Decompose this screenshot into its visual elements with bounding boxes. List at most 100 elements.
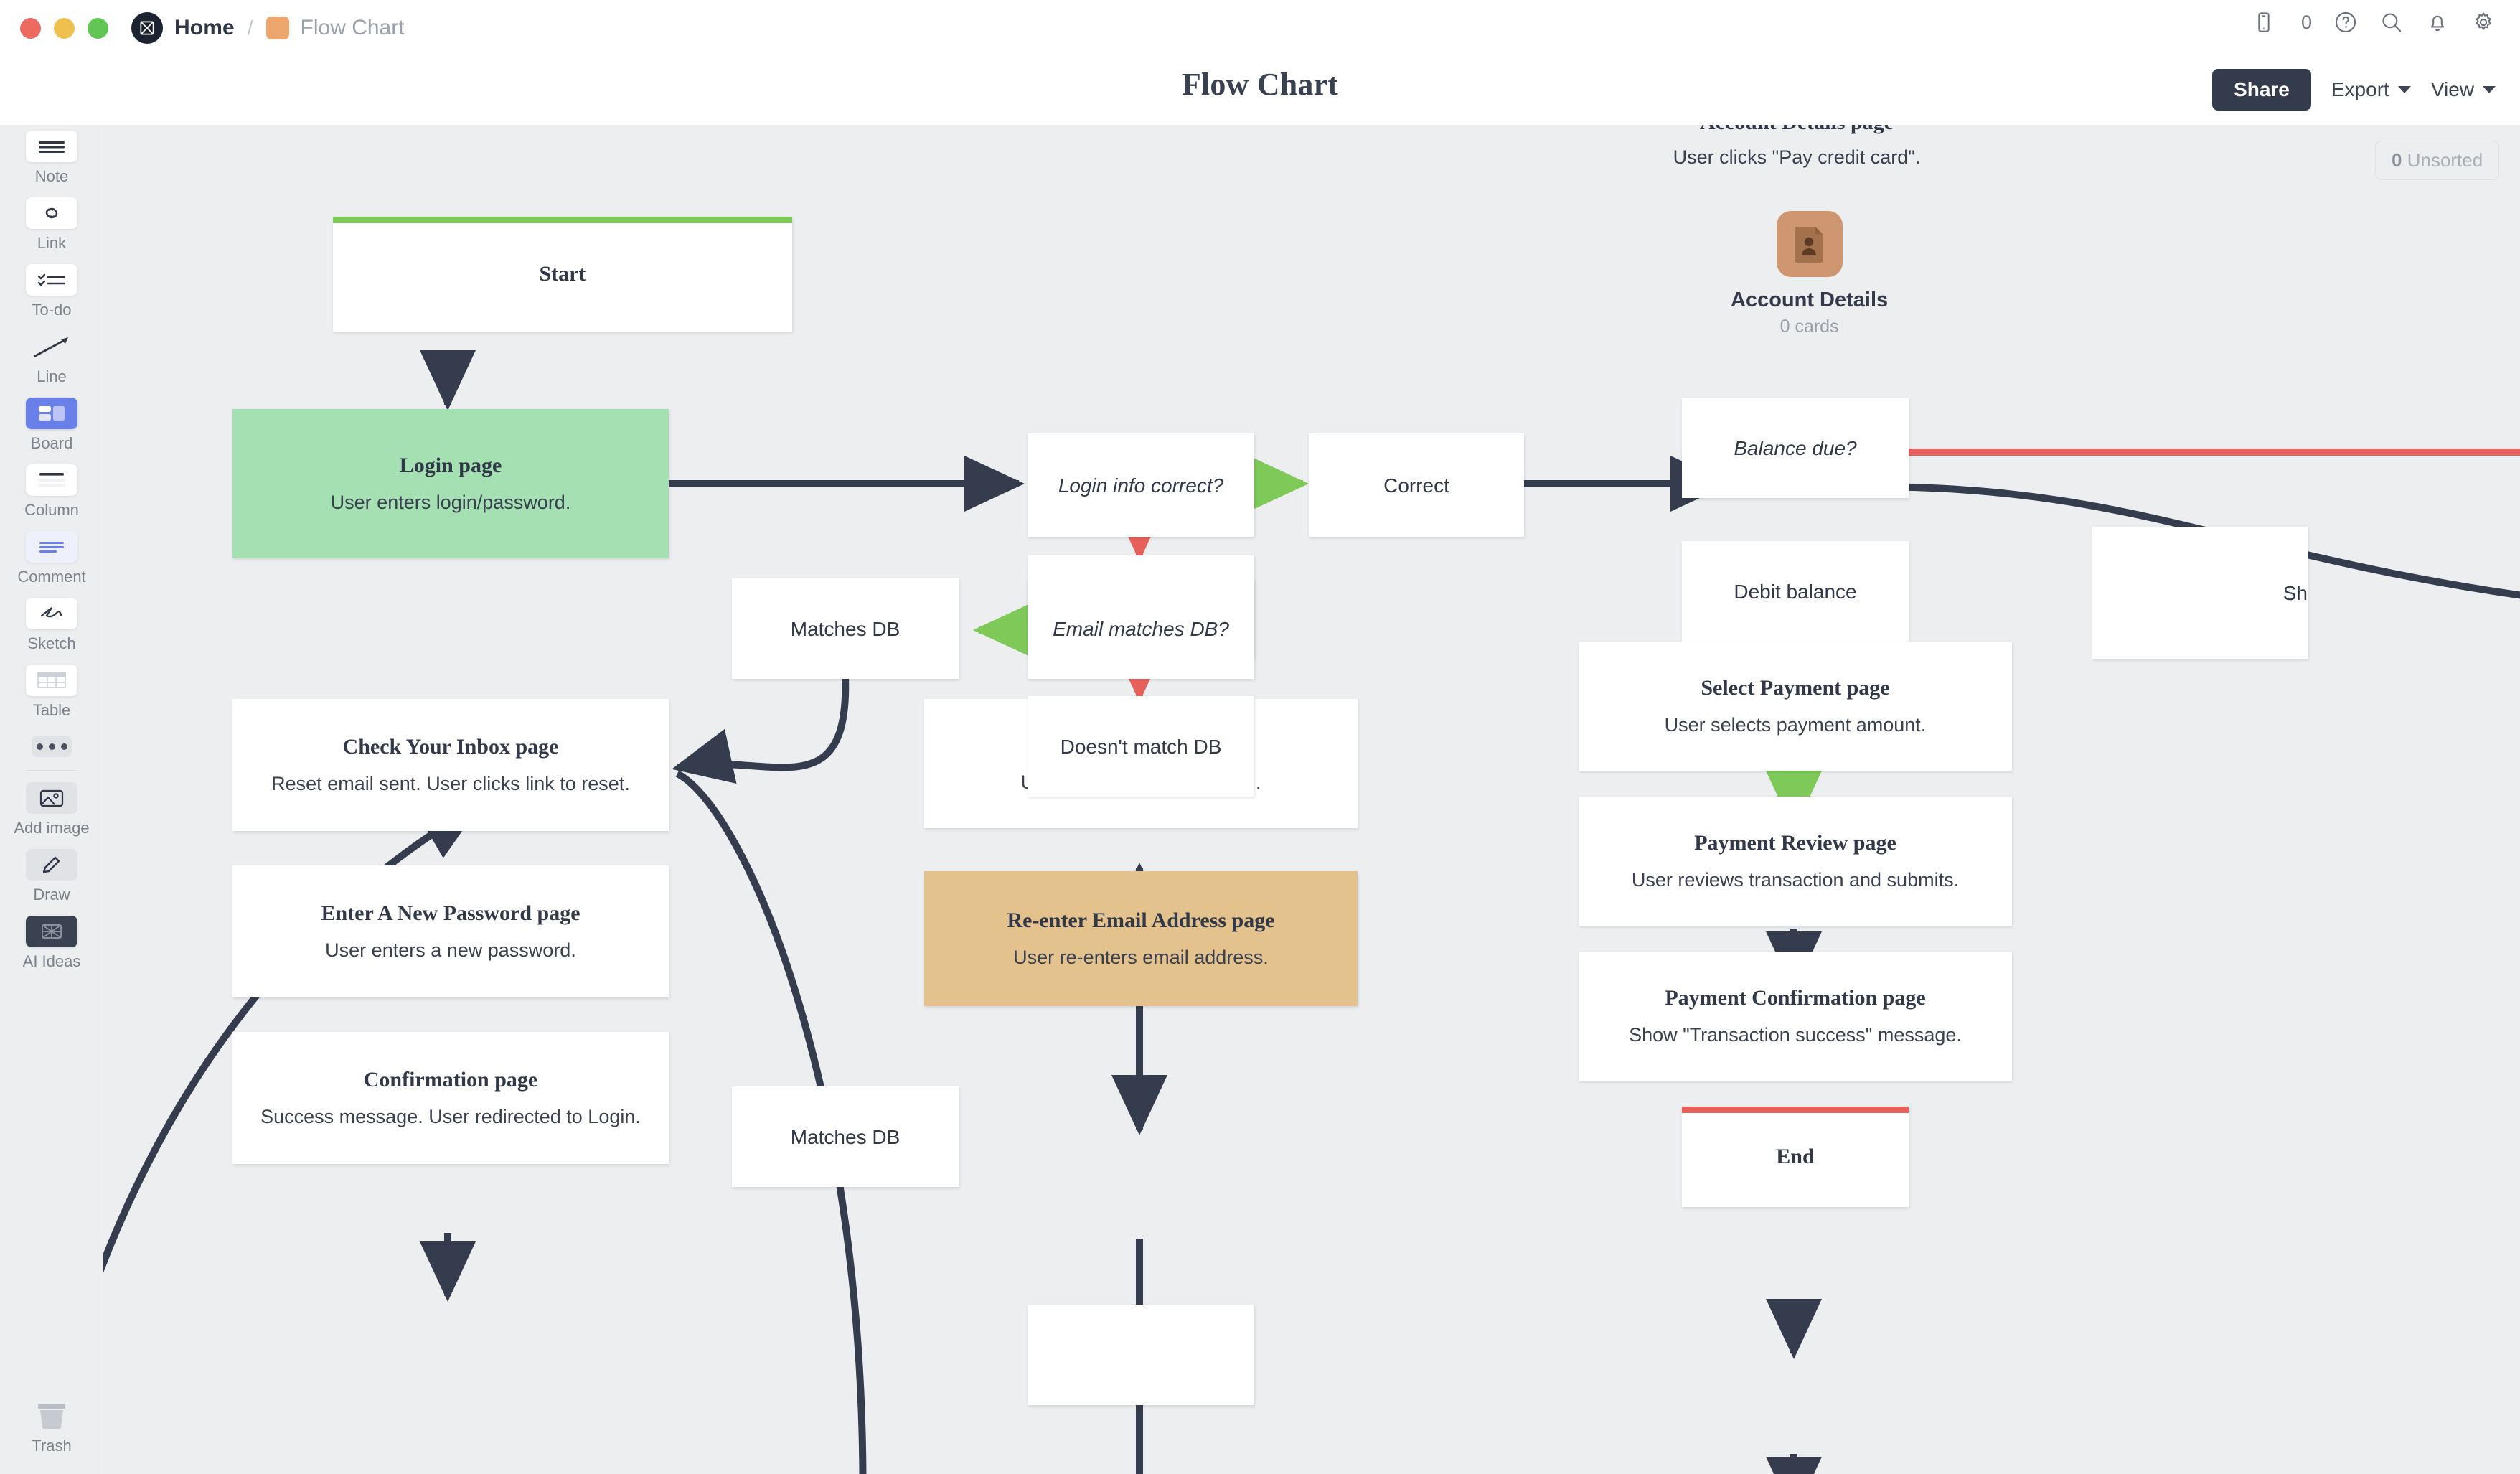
sidebar-item-trash[interactable]: Trash [0,1400,103,1455]
node-enter-new-password-page[interactable]: Enter A New Password page User enters a … [232,865,669,997]
sidebar-item-board[interactable]: Board [0,398,103,453]
sidebar-item-comment[interactable]: Comment [0,531,103,586]
node-confirmation-page[interactable]: Confirmation page Success message. User … [232,1032,669,1164]
node-title: Balance due? [1734,436,1857,459]
minimize-window-button[interactable] [54,17,75,39]
board-canvas[interactable]: 0 Unsorted [103,125,2520,1474]
sidebar-item-todo[interactable]: To-do [0,264,103,319]
export-menu-button[interactable]: Export [2331,78,2411,101]
node-start[interactable]: Start [333,217,792,332]
view-label: View [2430,78,2474,100]
sidebar-item-table[interactable]: Table [0,665,103,720]
edge-matchesdb2-to-inbox [675,770,867,1474]
sidebar-item-note[interactable]: Note [0,131,103,186]
column-icon [26,464,77,496]
board-node-account-details[interactable]: Account Details 0 cards [1731,211,1888,337]
node-title: Sh [2282,581,2308,604]
node-desc: User reviews transaction and submits. [1631,869,1960,891]
node-matches-db-lower[interactable]: Matches DB [732,1086,959,1187]
group-title: Account Details page [1553,125,2041,135]
breadcrumb-board-name[interactable]: Flow Chart [300,16,405,39]
end-accent-bar [1682,1107,1909,1113]
breadcrumb-home[interactable]: Home [174,16,235,39]
node-title: Start [539,262,586,286]
node-check-your-inbox-page[interactable]: Check Your Inbox page Reset email sent. … [232,699,669,831]
node-title: Login page [399,453,502,477]
mobile-icon[interactable] [2252,11,2275,34]
line-icon [26,331,77,362]
node-login-page[interactable]: Login page User enters login/password. [232,409,669,558]
sidebar-label-comment: Comment [17,568,86,586]
gear-icon[interactable] [2471,10,2496,34]
sidebar-more-button[interactable] [0,736,103,757]
sidebar-item-link[interactable]: Link [0,197,103,253]
node-reenter-email-page[interactable]: Re-enter Email Address page User re-ente… [924,871,1358,1006]
group-desc: User clicks "Pay credit card". [1673,146,1921,168]
node-title: Email matches DB? [1053,617,1229,640]
note-icon [26,131,77,162]
node-select-payment-page[interactable]: Select Payment page User selects payment… [1579,642,2012,771]
comment-icon [26,531,77,563]
node-desc: Reset email sent. User clicks link to re… [271,773,630,795]
node-clipped-right[interactable]: Sh [2092,527,2308,659]
unsorted-badge[interactable]: 0 Unsorted [2375,141,2500,180]
sidebar-item-line[interactable]: Line [0,331,103,386]
window-titlebar: Home / Flow Chart 0 [0,0,2520,56]
node-end[interactable]: End [1682,1107,1909,1207]
board-header: Flow Chart Share Export View [0,56,2520,125]
help-icon[interactable] [2333,10,2358,34]
sidebar-item-ai-ideas[interactable]: AI Ideas [0,916,103,971]
node-bottom-partial[interactable] [1028,1305,1254,1405]
node-balance-due[interactable]: Balance due? [1682,398,1909,498]
sidebar-label-note: Note [34,167,69,185]
milanote-logo-icon[interactable] [131,12,163,44]
sidebar-divider [27,770,76,771]
sidebar-label-board: Board [30,434,73,452]
sidebar-label-link: Link [37,234,67,252]
node-login-info-correct[interactable]: Login info correct? [1028,433,1254,537]
board-icon [26,398,77,429]
node-title: Re-enter Email Address page [1007,908,1275,932]
node-matches-db-upper[interactable]: Matches DB [732,578,959,679]
maximize-window-button[interactable] [88,17,108,39]
search-icon[interactable] [2379,10,2404,34]
node-title: Check Your Inbox page [342,734,559,759]
sidebar-item-add-image[interactable]: Add image [0,782,103,837]
sidebar-item-column[interactable]: Column [0,464,103,520]
todo-icon [26,264,77,296]
node-title: Matches DB [790,617,901,640]
node-payment-review-page[interactable]: Payment Review page User reviews transac… [1579,797,2012,926]
page-title: Flow Chart [1181,67,1339,102]
node-doesnt-match-db[interactable]: Doesn't match DB [1028,696,1254,797]
sketch-icon [26,598,77,629]
table-icon [26,665,77,696]
sidebar-label-draw: Draw [33,886,70,903]
node-title: Login info correct? [1058,474,1224,497]
sidebar-label-line: Line [37,367,67,385]
sidebar-label-ai-ideas: AI Ideas [22,952,81,970]
pencil-icon [26,849,77,881]
board-node-name: Account Details [1731,288,1889,311]
node-payment-confirmation-page[interactable]: Payment Confirmation page Show "Transact… [1579,952,2012,1081]
ai-ideas-icon [26,916,77,947]
node-title: Correct [1383,474,1449,497]
close-window-button[interactable] [20,17,41,39]
node-debit-balance[interactable]: Debit balance [1682,541,1909,642]
node-desc: User enters login/password. [330,492,571,514]
bell-icon[interactable] [2425,10,2450,34]
view-menu-button[interactable]: View [2431,78,2496,101]
node-correct[interactable]: Correct [1309,433,1524,537]
sidebar-item-sketch[interactable]: Sketch [0,598,103,653]
chevron-down-icon [2483,86,2496,93]
image-icon [26,782,77,814]
titlebar-actions: 0 [2252,10,2496,34]
sidebar-item-draw[interactable]: Draw [0,849,103,904]
node-desc: Success message. User redirected to Logi… [260,1106,641,1128]
edge-account-details-right [1865,483,2520,599]
share-button[interactable]: Share [2212,69,2311,111]
sidebar-label-trash: Trash [32,1437,72,1455]
sidebar-label-column: Column [24,501,79,519]
node-desc: User enters a new password. [325,939,576,962]
node-desc: User selects payment amount. [1664,714,1927,736]
node-email-matches-db[interactable]: Email matches DB? [1028,578,1254,679]
